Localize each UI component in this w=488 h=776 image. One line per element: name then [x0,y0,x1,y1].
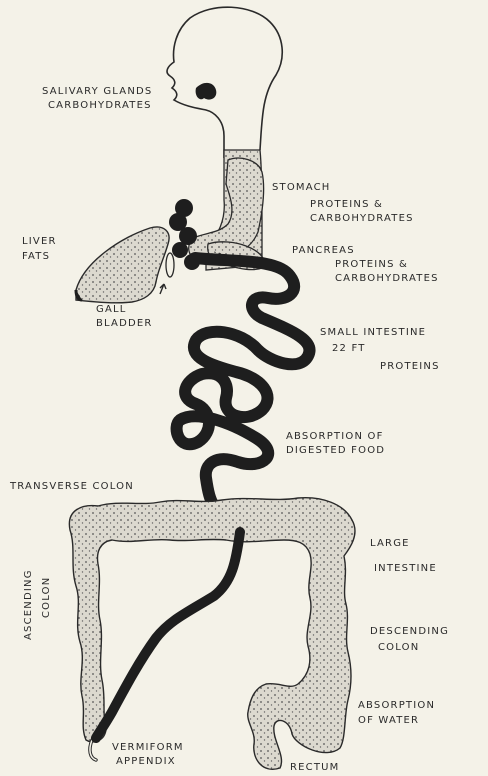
transverse-colon-label: TRANSVERSE COLON [10,480,134,493]
large-intestine-shape [69,498,355,770]
pancreas-proteins-label: PROTEINS & [335,258,408,271]
bladder-label: BLADDER [96,317,153,330]
vermiform-label: VERMIFORM [112,741,184,754]
salivary-glands-shape [196,83,217,100]
pancreas-label: PANCREAS [292,244,355,257]
gall-label: GALL [96,303,127,316]
stomach-proteins-label: PROTEINS & [310,198,383,211]
gall-bladder-shape [166,253,174,277]
stomach-label: STOMACH [272,181,331,194]
liver-fats-label: FATS [22,250,50,263]
large-label: LARGE [370,537,410,550]
ascending-colon-label: COLON [40,577,53,618]
salivary-carbohydrates-label: CARBOHYDRATES [48,99,152,112]
of-water-label: OF WATER [358,714,419,727]
liver-shape [76,227,169,303]
stomach-carbohydrates-label: CARBOHYDRATES [310,212,414,225]
head-outline [167,7,282,158]
rectum-label: RECTUM [290,761,340,774]
small-intestine-label: SMALL INTESTINE [320,326,426,339]
liver-label: LIVER [22,235,57,248]
absorption-water-label: ABSORPTION [358,699,435,712]
intestine-label: INTESTINE [374,562,437,575]
appendix-label: APPENDIX [116,755,176,768]
absorption-digested-label: ABSORPTION OF [286,430,384,443]
descending-label: DESCENDING [370,625,449,638]
descending-colon-label: COLON [378,641,419,654]
gall-bladder-arrow [160,284,166,294]
salivary-glands-label: SALIVARY GLANDS [42,85,152,98]
small-intestine-proteins-label: PROTEINS [380,360,440,373]
ascending-label: ASCENDING [22,569,35,640]
small-intestine-length-label: 22 FT [332,342,366,355]
digested-food-label: DIGESTED FOOD [286,444,385,457]
ileum-tube-shape [96,532,240,738]
pancreas-carbohydrates-label: CARBOHYDRATES [335,272,439,285]
small-intestine-shape [177,258,310,506]
